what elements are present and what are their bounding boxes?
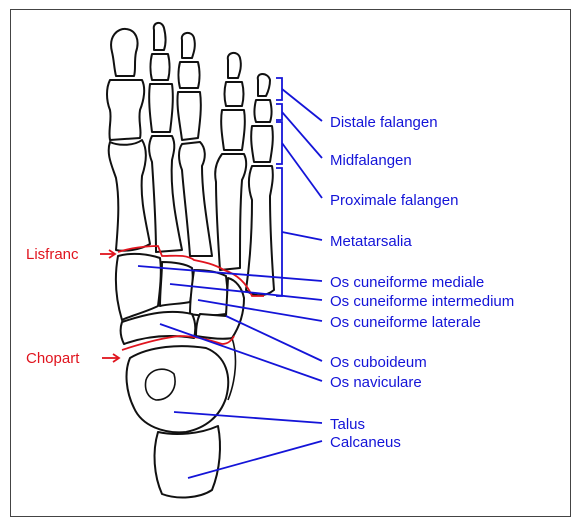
toe2-middle <box>151 54 170 80</box>
toe3-proximal <box>177 92 200 140</box>
leader-metatarsalia <box>282 232 322 240</box>
label-os-cuneiforme-laterale: Os cuneiforme laterale <box>330 314 481 331</box>
metatarsal-3 <box>179 142 212 256</box>
foot-skeleton <box>107 23 274 498</box>
toe4-proximal <box>221 110 245 150</box>
metatarsal-2 <box>149 136 182 252</box>
leader-distale-falangen <box>282 89 322 121</box>
metatarsal-4 <box>215 154 246 270</box>
toe3-middle <box>179 62 200 88</box>
toe5-proximal <box>251 126 273 162</box>
talus-bone <box>127 346 229 432</box>
bracket-middle-phalanges <box>276 104 282 120</box>
toe3-distal <box>182 33 195 58</box>
label-os-cuneiforme-mediale: Os cuneiforme mediale <box>330 274 484 291</box>
label-midfalangen: Midfalangen <box>330 152 412 169</box>
label-os-cuboideum: Os cuboideum <box>330 354 427 371</box>
label-os-cuneiforme-intermedium: Os cuneiforme intermedium <box>330 293 514 310</box>
toe5-distal <box>258 74 270 96</box>
toe2-proximal <box>149 84 173 132</box>
hallux-proximal-phalanx <box>107 80 144 140</box>
metatarsal-1 <box>109 140 150 251</box>
toe4-distal <box>228 53 241 78</box>
cuneiform-lateral-bone <box>190 270 228 316</box>
label-os-naviculare: Os naviculare <box>330 374 422 391</box>
foot-outline-lateral <box>228 338 235 400</box>
cuneiform-medial-bone <box>116 254 161 320</box>
label-calcaneus: Calcaneus <box>330 434 401 451</box>
bracket-distal-phalanges <box>276 78 282 100</box>
toe2-distal <box>154 23 166 50</box>
label-talus: Talus <box>330 416 365 433</box>
calcaneus-bone <box>155 426 220 497</box>
label-distale-falangen: Distale falangen <box>330 114 438 131</box>
label-lisfranc: Lisfranc <box>26 246 79 263</box>
label-metatarsalia: Metatarsalia <box>330 233 412 250</box>
label-proximale-falangen: Proximale falangen <box>330 192 458 209</box>
bracket-proximal-phalanges <box>276 122 282 164</box>
toe4-middle <box>225 82 244 106</box>
toe5-middle <box>255 100 272 122</box>
brackets <box>276 78 282 296</box>
hallux-distal-phalanx <box>111 29 137 76</box>
label-chopart: Chopart <box>26 350 80 367</box>
leader-cuboideum <box>226 316 322 361</box>
